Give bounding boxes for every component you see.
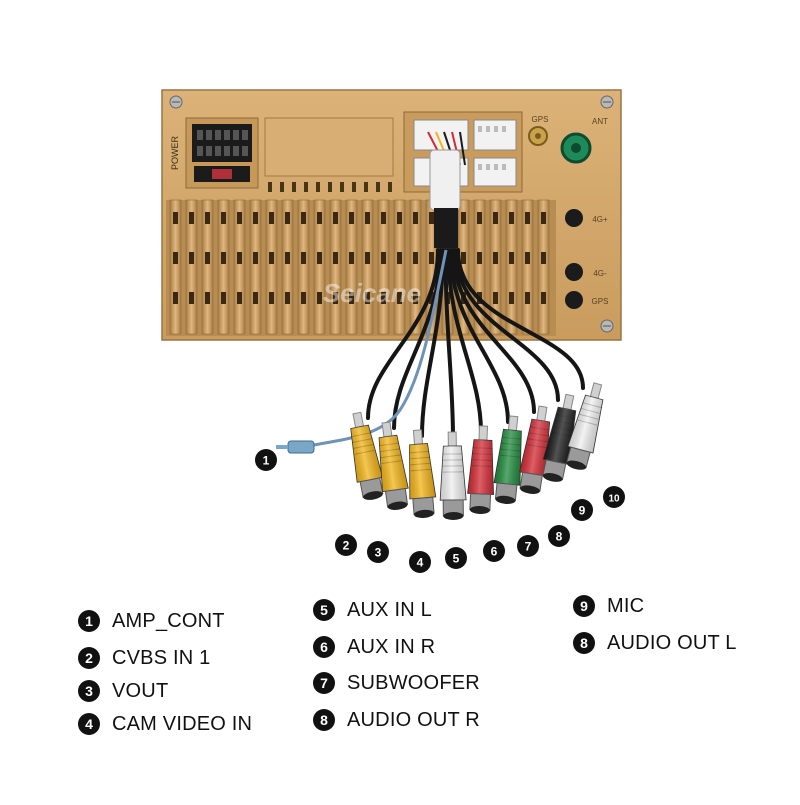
- legend-item: 3 VOUT: [78, 678, 168, 704]
- marker-number: 9: [579, 504, 586, 518]
- legend-item: 2 CVBS IN 1: [78, 645, 211, 671]
- legend-label: AMP_CONT: [112, 610, 225, 633]
- head-unit-back-panel: POWER: [162, 90, 621, 340]
- legend-number-badge: 5: [313, 599, 335, 621]
- marker-number: 3: [375, 546, 382, 560]
- marker-number: 6: [491, 545, 498, 559]
- power-label: POWER: [170, 136, 180, 171]
- legend-label: CVBS IN 1: [112, 647, 211, 670]
- power-connector: [186, 118, 258, 188]
- rca-plug-yellow-3: [404, 429, 437, 519]
- legend-number-badge: 3: [78, 680, 100, 702]
- marker-number: 7: [525, 540, 532, 554]
- legend-item: 6 AUX IN R: [313, 634, 435, 660]
- label-plate: [265, 118, 393, 176]
- legend-item: 5 AUX IN L: [313, 597, 432, 623]
- legend-number-badge: 9: [573, 595, 595, 617]
- legend-label: CAM VIDEO IN: [112, 713, 252, 736]
- legend-number-badge: 8: [573, 632, 595, 654]
- marker-4: 4: [409, 551, 431, 573]
- legend-label: AUX IN L: [347, 599, 432, 622]
- legend-item: 7 SUBWOOFER: [313, 670, 480, 696]
- port-gps: [565, 291, 583, 309]
- amp-cont-terminal: [276, 441, 314, 453]
- gps-label: GPS: [532, 115, 549, 124]
- legend-number-badge: 8: [313, 709, 335, 731]
- legend-item: 9 MIC: [573, 593, 644, 619]
- legend-label: AUDIO OUT L: [607, 632, 737, 655]
- rca-plug-red-1: [467, 425, 497, 514]
- legend-label: MIC: [607, 595, 644, 618]
- marker-number: 2: [343, 539, 350, 553]
- port-4g-plus-label: 4G+: [592, 215, 608, 224]
- watermark: Seicane: [323, 278, 421, 308]
- legend-number-badge: 6: [313, 636, 335, 658]
- marker-number: 1: [263, 454, 270, 468]
- marker-8: 8: [548, 525, 570, 547]
- legend-number-badge: 2: [78, 647, 100, 669]
- port-4g-plus: [565, 209, 583, 227]
- ant-label: ANT: [592, 117, 608, 126]
- port-gps-label: GPS: [592, 297, 609, 306]
- legend-number-badge: 1: [78, 610, 100, 632]
- legend-label: VOUT: [112, 680, 168, 703]
- marker-10: 10: [603, 486, 625, 508]
- rca-plug-green: [492, 415, 527, 505]
- antenna-socket: [562, 134, 590, 162]
- marker-7: 7: [517, 535, 539, 557]
- legend-number-badge: 4: [78, 713, 100, 735]
- marker-5: 5: [445, 547, 467, 569]
- marker-number: 8: [556, 530, 563, 544]
- legend-item: 1 AMP_CONT: [78, 608, 225, 634]
- marker-1: 1: [255, 449, 277, 471]
- rca-plug-white-1: [439, 432, 466, 520]
- legend-item: 8 AUDIO OUT R: [313, 707, 480, 733]
- marker-number: 4: [417, 556, 424, 570]
- marker-3: 3: [367, 541, 389, 563]
- legend-label: AUX IN R: [347, 636, 435, 659]
- gps-socket: [529, 127, 547, 145]
- marker-number: 10: [608, 494, 620, 505]
- marker-number: 5: [453, 552, 460, 566]
- legend-number-badge: 7: [313, 672, 335, 694]
- port-4g-minus: [565, 263, 583, 281]
- legend-item: 8 AUDIO OUT L: [573, 630, 737, 656]
- marker-2: 2: [335, 534, 357, 556]
- marker-9: 9: [571, 499, 593, 521]
- legend-item: 4 CAM VIDEO IN: [78, 711, 252, 737]
- port-4g-minus-label: 4G-: [593, 269, 607, 278]
- marker-6: 6: [483, 540, 505, 562]
- data-connectors: [404, 112, 522, 192]
- legend-label: SUBWOOFER: [347, 672, 480, 695]
- legend-label: AUDIO OUT R: [347, 709, 480, 732]
